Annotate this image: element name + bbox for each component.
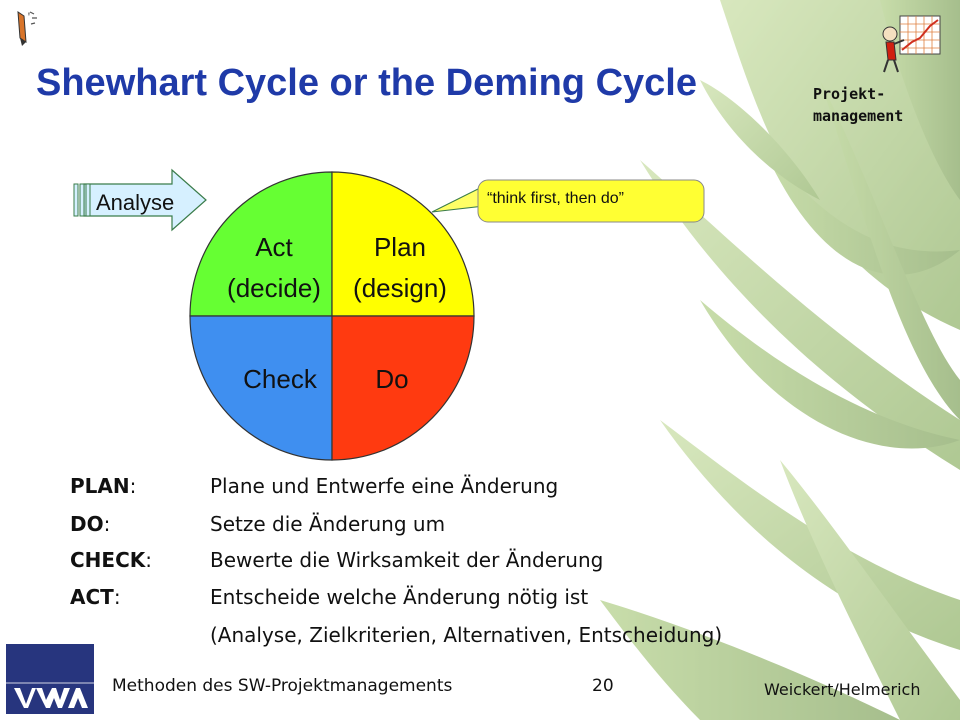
brand-label: Projekt- management xyxy=(813,85,904,125)
act-sublabel: (decide) xyxy=(227,273,321,303)
act-quadrant xyxy=(189,171,333,317)
plan-sublabel: (design) xyxy=(353,273,447,303)
footer-page-number: 20 xyxy=(592,676,614,696)
plan-label: Plan xyxy=(374,232,426,262)
definition-text: Plane und Entwerfe eine Änderung xyxy=(210,474,559,498)
definition-text: Setze die Änderung um xyxy=(210,512,446,536)
university-logo xyxy=(6,644,94,714)
analyse-label: Analyse xyxy=(96,190,175,215)
analyse-arrow xyxy=(73,168,207,232)
presenter-chart-icon xyxy=(882,15,941,73)
definition-term: DO xyxy=(70,512,104,536)
footer-authors: Weickert/Helmerich xyxy=(764,680,921,699)
definition-act: ACT:Entscheide welche Änderung nötig ist xyxy=(70,585,589,609)
definition-term: ACT xyxy=(70,585,114,609)
act-label: Act xyxy=(255,232,293,262)
check-quadrant xyxy=(189,315,333,461)
definition-do: DO:Setze die Änderung um xyxy=(70,512,446,536)
check-label: Check xyxy=(243,364,318,394)
footer-course-title: Methoden des SW-Projektmanagements xyxy=(112,676,453,696)
callout-text: “think first, then do” xyxy=(487,190,624,207)
definition-continuation: (Analyse, Zielkriterien, Alternativen, E… xyxy=(70,623,722,647)
svg-text:ꞌ: ꞌ xyxy=(28,12,30,23)
do-label: Do xyxy=(375,364,408,394)
slide-title: Shewhart Cycle or the Deming Cycle xyxy=(36,62,697,104)
writing-hand-icon: ꞌ xyxy=(17,11,37,46)
plan-quadrant xyxy=(331,171,475,317)
definition-text: Bewerte die Wirksamkeit der Änderung xyxy=(210,548,604,572)
definition-plan: PLAN:Plane und Entwerfe eine Änderung xyxy=(70,474,559,498)
definition-text: Entscheide welche Änderung nötig ist xyxy=(210,585,589,609)
definition-check: CHECK:Bewerte die Wirksamkeit der Änderu… xyxy=(70,548,604,572)
definition-term: PLAN xyxy=(70,474,130,498)
callout-pointer xyxy=(431,185,485,213)
do-quadrant xyxy=(331,315,475,461)
callout-box xyxy=(477,179,705,223)
definition-text: (Analyse, Zielkriterien, Alternativen, E… xyxy=(210,623,723,647)
definition-term: CHECK xyxy=(70,548,146,572)
